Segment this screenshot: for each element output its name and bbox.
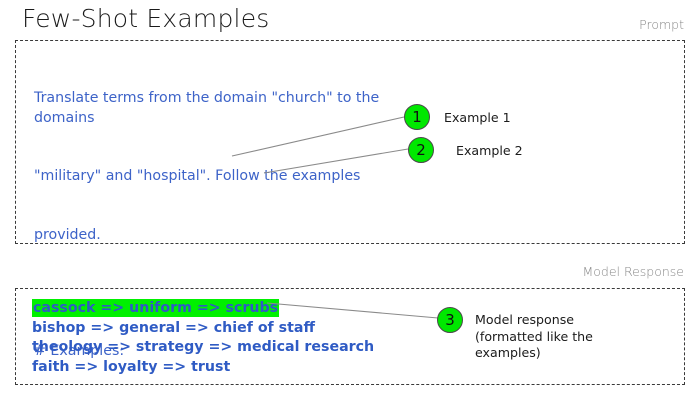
page-title: Few-Shot Examples <box>22 4 270 33</box>
callout-label-1: Example 1 <box>444 110 511 125</box>
model-response-box <box>15 288 685 385</box>
prompt-instruction-line-1: Translate terms from the domain "church"… <box>34 90 384 126</box>
response-line-3: theology => strategy => medical research <box>32 339 375 355</box>
response-line-1-highlight: cassock => uniform => scrubs <box>32 299 280 317</box>
model-response-text-block: cassock => uniform => scrubs bishop => g… <box>32 299 452 377</box>
callout-label-3: Model response (formatted like the examp… <box>475 312 593 360</box>
callout-badge-2[interactable]: 2 <box>408 137 434 163</box>
response-line-1-row: cassock => uniform => scrubs <box>32 299 452 319</box>
prompt-instruction-line-2: "military" and "hospital". Follow the ex… <box>34 168 361 184</box>
prompt-section-label: Prompt <box>639 17 684 32</box>
callout-label-2: Example 2 <box>456 143 523 158</box>
prompt-box <box>15 40 685 244</box>
prompt-examples-heading: # Examples: <box>34 343 125 359</box>
model-response-section-label: Model Response <box>582 264 684 279</box>
callout-badge-3[interactable]: 3 <box>437 307 463 333</box>
response-line-2: bishop => general => chief of staff <box>32 319 315 336</box>
prompt-text-block: Translate terms from the domain "church"… <box>34 50 434 400</box>
response-line-4: faith => loyalty => trust <box>32 358 231 375</box>
callout-badge-1[interactable]: 1 <box>404 104 430 130</box>
prompt-instruction-line-3: provided. <box>34 226 101 243</box>
